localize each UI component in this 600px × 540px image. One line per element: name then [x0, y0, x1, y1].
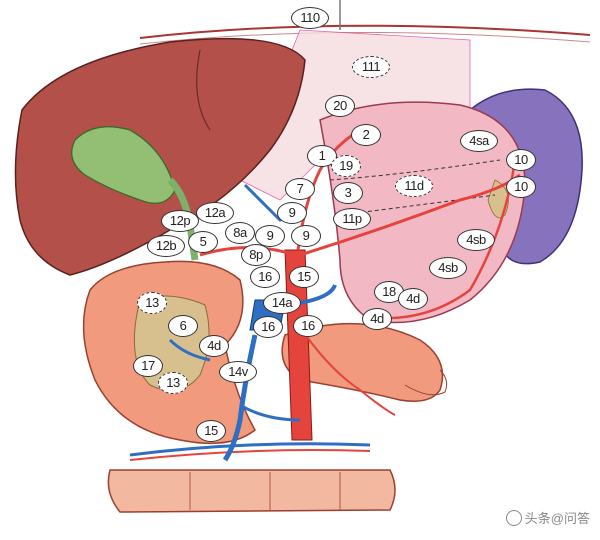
lymph-node-station-label: 15: [196, 420, 226, 442]
lymph-node-station-label: 8a: [225, 222, 255, 244]
lymph-node-station-label: 4sb: [457, 229, 495, 251]
watermark-logo-icon: [505, 510, 522, 526]
lymph-node-station-label: 12b: [147, 235, 185, 257]
lymph-node-station-label: 19: [331, 155, 361, 177]
pancreas-tail: [404, 369, 448, 396]
lymph-node-station-label: 10: [506, 149, 536, 171]
diaphragm-line: [139, 24, 591, 39]
lymph-node-station-label: 17: [133, 355, 163, 377]
lymph-node-station-label: 16: [293, 315, 323, 337]
lymph-node-station-label: 9: [291, 225, 321, 247]
lymph-node-station-label: 7: [285, 178, 315, 200]
duodenal-vein: [168, 338, 211, 362]
gallbladder: [71, 126, 176, 204]
lymph-node-station-label: 4d: [199, 335, 229, 357]
liver-fissure: [196, 49, 211, 131]
gastric-artery-greater: [379, 159, 517, 320]
left-gastric-artery: [296, 128, 361, 251]
splenic-artery: [299, 173, 521, 257]
lymph-node-station-label: 12a: [196, 202, 234, 224]
lymph-node-station-label: 11d: [395, 175, 433, 197]
lymph-node-station-label: 4d: [362, 308, 392, 330]
lymph-node-station-label: 16: [250, 266, 280, 288]
lymph-node-station-label: 14v: [219, 361, 257, 383]
superior-mesenteric-artery: [301, 329, 396, 416]
lymph-node-station-label: 13: [158, 372, 188, 394]
lymph-node-station-label: 111: [352, 56, 390, 78]
lymph-node-station-label: 4sa: [460, 130, 498, 152]
lymph-node-station-label: 12p: [161, 210, 199, 232]
lymph-node-station-label: 16: [253, 316, 283, 338]
lymph-node-station-label: 13: [137, 292, 167, 314]
marginal-vessel-vein: [129, 442, 371, 457]
lymph-node-station-label: 1: [307, 145, 337, 167]
watermark: 头条@问答: [505, 508, 590, 527]
vein-branch: [239, 403, 301, 422]
lymph-node-station-label: 9: [277, 202, 307, 224]
stomach-dashed: [329, 159, 501, 181]
superior-mesenteric-vein: [222, 334, 258, 462]
diaphragm-line-inner: [139, 31, 591, 45]
lymph-node-station-label: 3: [333, 182, 363, 204]
lymph-node-station-label: 6: [168, 315, 198, 337]
transverse-colon: [107, 469, 396, 513]
lymph-node-station-label: 10: [506, 176, 536, 198]
lymph-node-station-label: 9: [255, 225, 285, 247]
lymph-node-station-label: 4d: [398, 288, 428, 310]
marginal-vessel-artery: [129, 449, 371, 461]
lymph-node-station-label: 4sb: [429, 257, 467, 279]
lymph-node-station-label: 14a: [263, 292, 301, 314]
stomach-dashed-2: [339, 194, 496, 216]
lymph-node-station-label: 8p: [241, 244, 271, 266]
lymph-node-station-label: 110: [291, 7, 329, 29]
lymph-node-station-label: 15: [289, 266, 319, 288]
lymph-node-station-label: 5: [188, 231, 218, 253]
lymph-node-station-label: 11p: [333, 208, 371, 230]
lymph-node-station-label: 2: [351, 124, 381, 146]
lymph-node-station-label: 20: [325, 95, 355, 117]
